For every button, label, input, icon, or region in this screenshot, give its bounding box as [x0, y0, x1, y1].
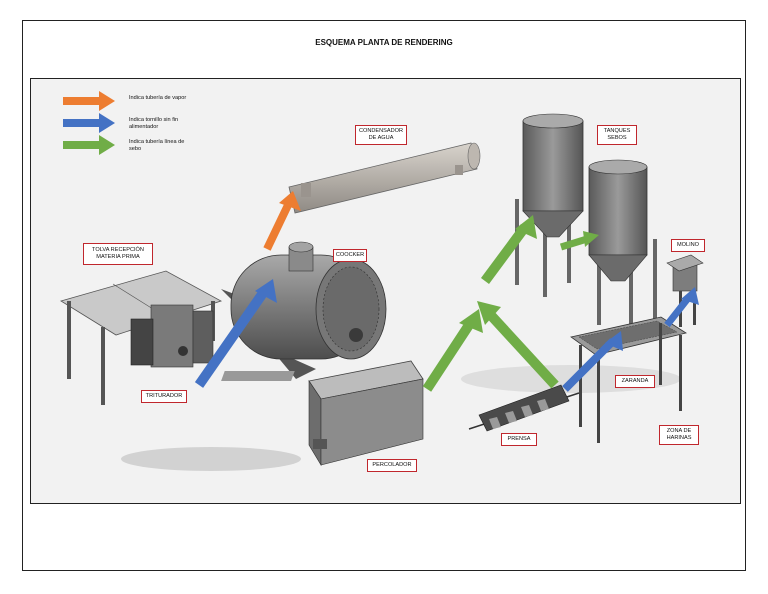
- condensador-pipe: [288, 142, 481, 214]
- tallow-arrow-percolador: [422, 309, 483, 392]
- diagram-title: ESQUEMA PLANTA DE RENDERING: [315, 38, 453, 47]
- legend-steam-label: Indica tubería de vapor: [129, 95, 187, 101]
- label-zaranda: ZARANDA: [615, 375, 655, 388]
- label-coocker: COOCKER: [333, 249, 367, 262]
- screw-arrow-zaranda: [562, 331, 623, 392]
- tallow-arrow-tanque: [480, 215, 537, 284]
- screw-arrow-molino: [664, 287, 699, 328]
- zaranda-table: [570, 316, 688, 443]
- label-percolador: PERCOLADOR: [367, 459, 417, 472]
- tolva-hopper: [60, 270, 223, 405]
- steam-arrow: [263, 191, 301, 251]
- prensa-screw: [468, 384, 580, 432]
- label-condensador: CONDENSADOR DE AGUA: [355, 125, 407, 145]
- label-triturador: TRITURADOR: [141, 390, 187, 403]
- legend-tallow-arrow: [63, 135, 115, 155]
- tallow-arrow-tanques-link: [559, 231, 599, 251]
- legend-tallow-label: Indica tubería línea de sebo: [129, 139, 185, 152]
- percolador-box: [221, 360, 424, 467]
- tanques-sebos: [515, 113, 657, 335]
- tallow-arrow-prensa: [477, 301, 559, 389]
- legend-screw-label: Indica tornillo sin fin alimentador: [129, 117, 179, 130]
- plant-illustration: [60, 91, 704, 471]
- label-zona-harinas: ZONA DE HARINAS: [659, 425, 699, 445]
- screw-arrow-triturador: [194, 279, 277, 388]
- legend-steam-arrow: [63, 91, 115, 111]
- diagram-panel: Indica tubería de vapor Indica tornillo …: [30, 78, 741, 504]
- label-tolva: TOLVA RECEPCIÓN MATERIA PRIMA: [83, 243, 153, 265]
- label-tanques: TANQUES SEBOS: [597, 125, 637, 145]
- floor-shadow: [121, 447, 301, 471]
- legend-screw-arrow: [63, 113, 115, 133]
- label-molino: MOLINO: [671, 239, 705, 252]
- label-prensa: PRENSA: [501, 433, 537, 446]
